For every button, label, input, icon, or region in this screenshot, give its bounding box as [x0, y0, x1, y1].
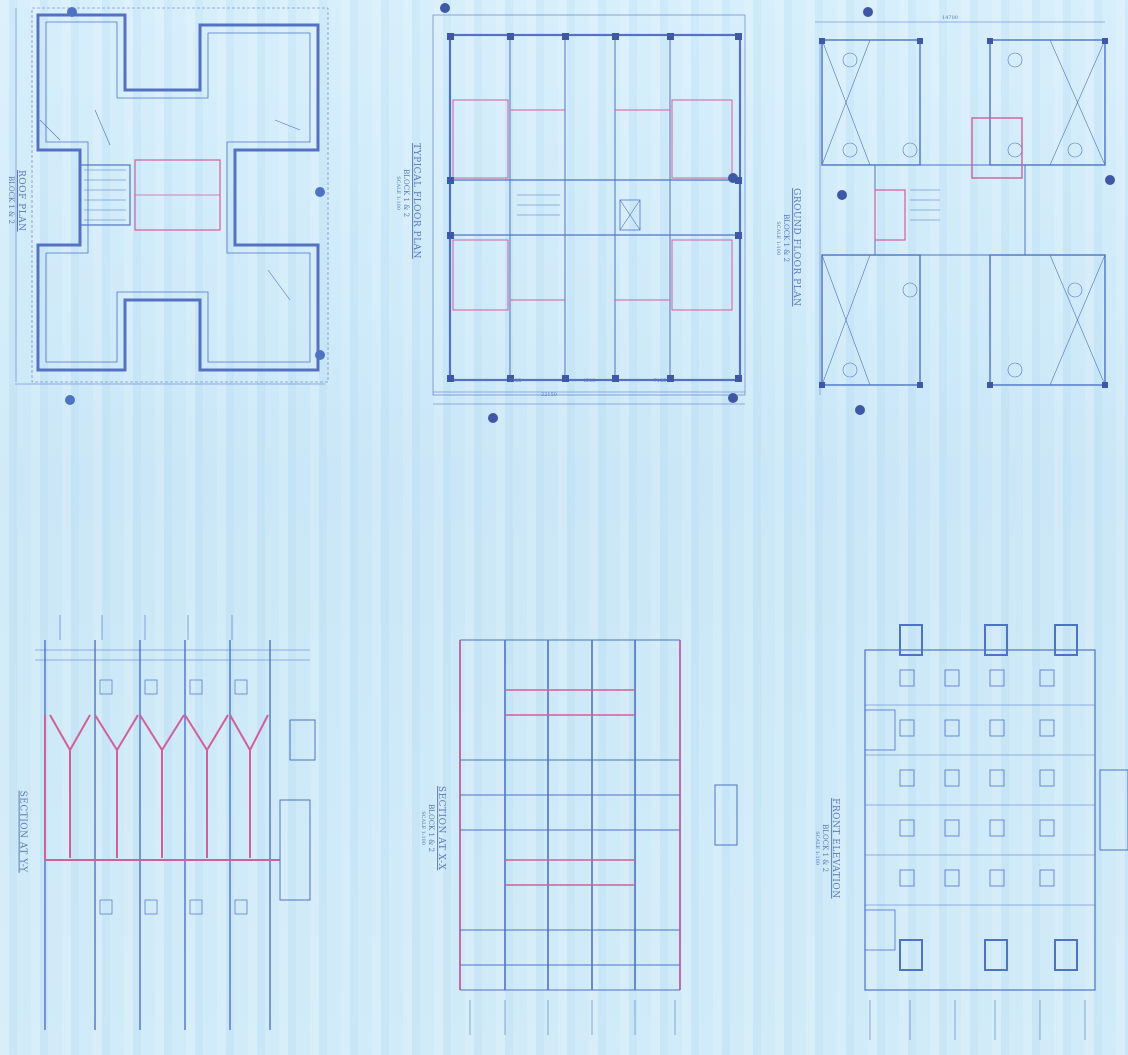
- front-elevation-drawing: [845, 610, 1128, 1055]
- typical-floor-plan-dim-mid: 4500: [582, 378, 596, 384]
- section-xx-drawing: [430, 620, 750, 1050]
- typical-floor-plan-dim-left: 7125: [508, 378, 522, 384]
- typical-floor-plan-dim-overall: 22150: [541, 392, 557, 398]
- section-yy-drawing: [10, 600, 340, 1050]
- ground-floor-plan-dim-top: 14700: [942, 15, 958, 21]
- typical-floor-plan-drawing: [415, 0, 760, 430]
- roof-plan-title: ROOF PLAN BLOCK 1 & 2: [6, 170, 26, 232]
- typical-floor-plan-dim-right: 7125: [653, 378, 667, 384]
- roof-plan-drawing: [0, 0, 340, 420]
- section-yy-title: SECTION AT Y-Y: [17, 790, 28, 873]
- section-xx-title: SECTION AT X-X BLOCK 1 & 2 SCALE 1:100: [420, 785, 447, 871]
- typical-floor-plan-title: TYPICAL FLOOR PLAN BLOCK 1 & 2 SCALE 1:1…: [395, 143, 422, 259]
- front-elevation-title: FRONT ELEVATION BLOCK 1 & 2 SCALE 1:100: [814, 798, 841, 899]
- ground-floor-plan-drawing: [800, 0, 1128, 430]
- ground-floor-plan-title: GROUND FLOOR PLAN BLOCK 1 & 2 SCALE 1:10…: [775, 188, 802, 307]
